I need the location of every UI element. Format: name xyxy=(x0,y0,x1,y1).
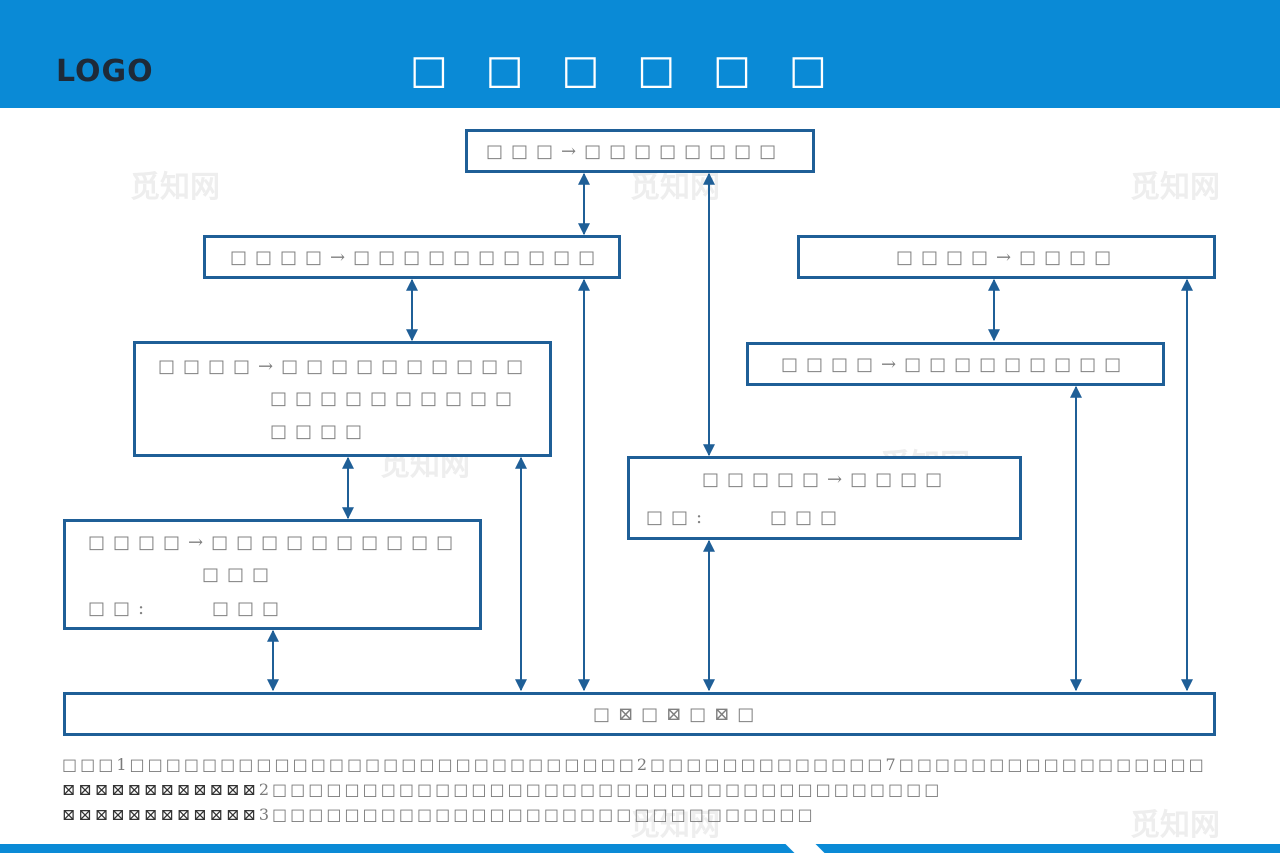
node-level4-left-label: □□: xyxy=(88,598,153,619)
node-top-label: □□□→□□□□□□□□ xyxy=(486,141,785,162)
watermark: 觅知网 xyxy=(1130,808,1220,843)
logo: LOGO xyxy=(56,54,154,89)
node-level2-right: □□□□→□□□□ xyxy=(797,235,1216,279)
note-line-3-text: 3□□□□□□□□□□□□□□□□□□□□□□□□□□□□□□ xyxy=(258,805,816,824)
node-level4-left-value: □□□ xyxy=(212,598,288,619)
note-line-2-text: 2□□□□□□□□□□□□□□□□□□□□□□□□□□□□□□□□□□□□□ xyxy=(258,780,943,799)
node-bottom: □⊠□⊠□⊠□ xyxy=(63,692,1216,736)
node-level3-left-line3: □□□□ xyxy=(270,421,371,442)
node-bottom-label: □⊠□⊠□⊠□ xyxy=(593,704,763,725)
node-level3-right-label: □□□□→□□□□□□□□□ xyxy=(781,354,1130,375)
node-level2-right-label: □□□□→□□□□ xyxy=(896,247,1120,268)
node-middle-line1: □□□□□→□□□□ xyxy=(702,469,951,490)
node-level3-left: □□□□→□□□□□□□□□□ □□□□□□□□□□ □□□□ xyxy=(133,341,552,457)
note-line-3: ⊠⊠⊠⊠⊠⊠⊠⊠⊠⊠⊠⊠3□□□□□□□□□□□□□□□□□□□□□□□□□□□… xyxy=(62,805,816,824)
node-level4-left: □□□□→□□□□□□□□□□ □□□ □□: □□□ xyxy=(63,519,482,630)
watermark: 觅知网 xyxy=(1130,170,1220,205)
node-middle: □□□□□→□□□□ □□: □□□ xyxy=(627,456,1022,540)
node-top: □□□→□□□□□□□□ xyxy=(465,129,815,173)
node-level3-left-line1: □□□□→□□□□□□□□□□ xyxy=(158,356,532,377)
note-line-3-marks: ⊠⊠⊠⊠⊠⊠⊠⊠⊠⊠⊠⊠ xyxy=(62,805,259,824)
note-line-1: □□□1□□□□□□□□□□□□□□□□□□□□□□□□□□□□2□□□□□□□… xyxy=(62,755,1207,774)
node-level2-left-label: □□□□→□□□□□□□□□□ xyxy=(230,247,604,268)
note-line-2: ⊠⊠⊠⊠⊠⊠⊠⊠⊠⊠⊠⊠2□□□□□□□□□□□□□□□□□□□□□□□□□□□… xyxy=(62,780,942,799)
page-title: □□□□□□ xyxy=(410,47,865,93)
node-middle-value: □□□ xyxy=(770,507,846,528)
header-bar: LOGO □□□□□□ xyxy=(0,0,1280,108)
watermark: 觅知网 xyxy=(130,170,220,205)
note-line-2-marks: ⊠⊠⊠⊠⊠⊠⊠⊠⊠⊠⊠⊠ xyxy=(62,780,259,799)
node-middle-label: □□: xyxy=(646,507,711,528)
node-level4-left-line2: □□□ xyxy=(202,564,278,585)
node-level4-left-line1: □□□□→□□□□□□□□□□ xyxy=(88,532,462,553)
node-level3-right: □□□□→□□□□□□□□□ xyxy=(746,342,1165,386)
watermark: 觅知网 xyxy=(630,808,720,843)
footer-bar xyxy=(0,844,1280,853)
node-level3-left-line2: □□□□□□□□□□ xyxy=(270,388,521,409)
node-level2-left: □□□□→□□□□□□□□□□ xyxy=(203,235,621,279)
